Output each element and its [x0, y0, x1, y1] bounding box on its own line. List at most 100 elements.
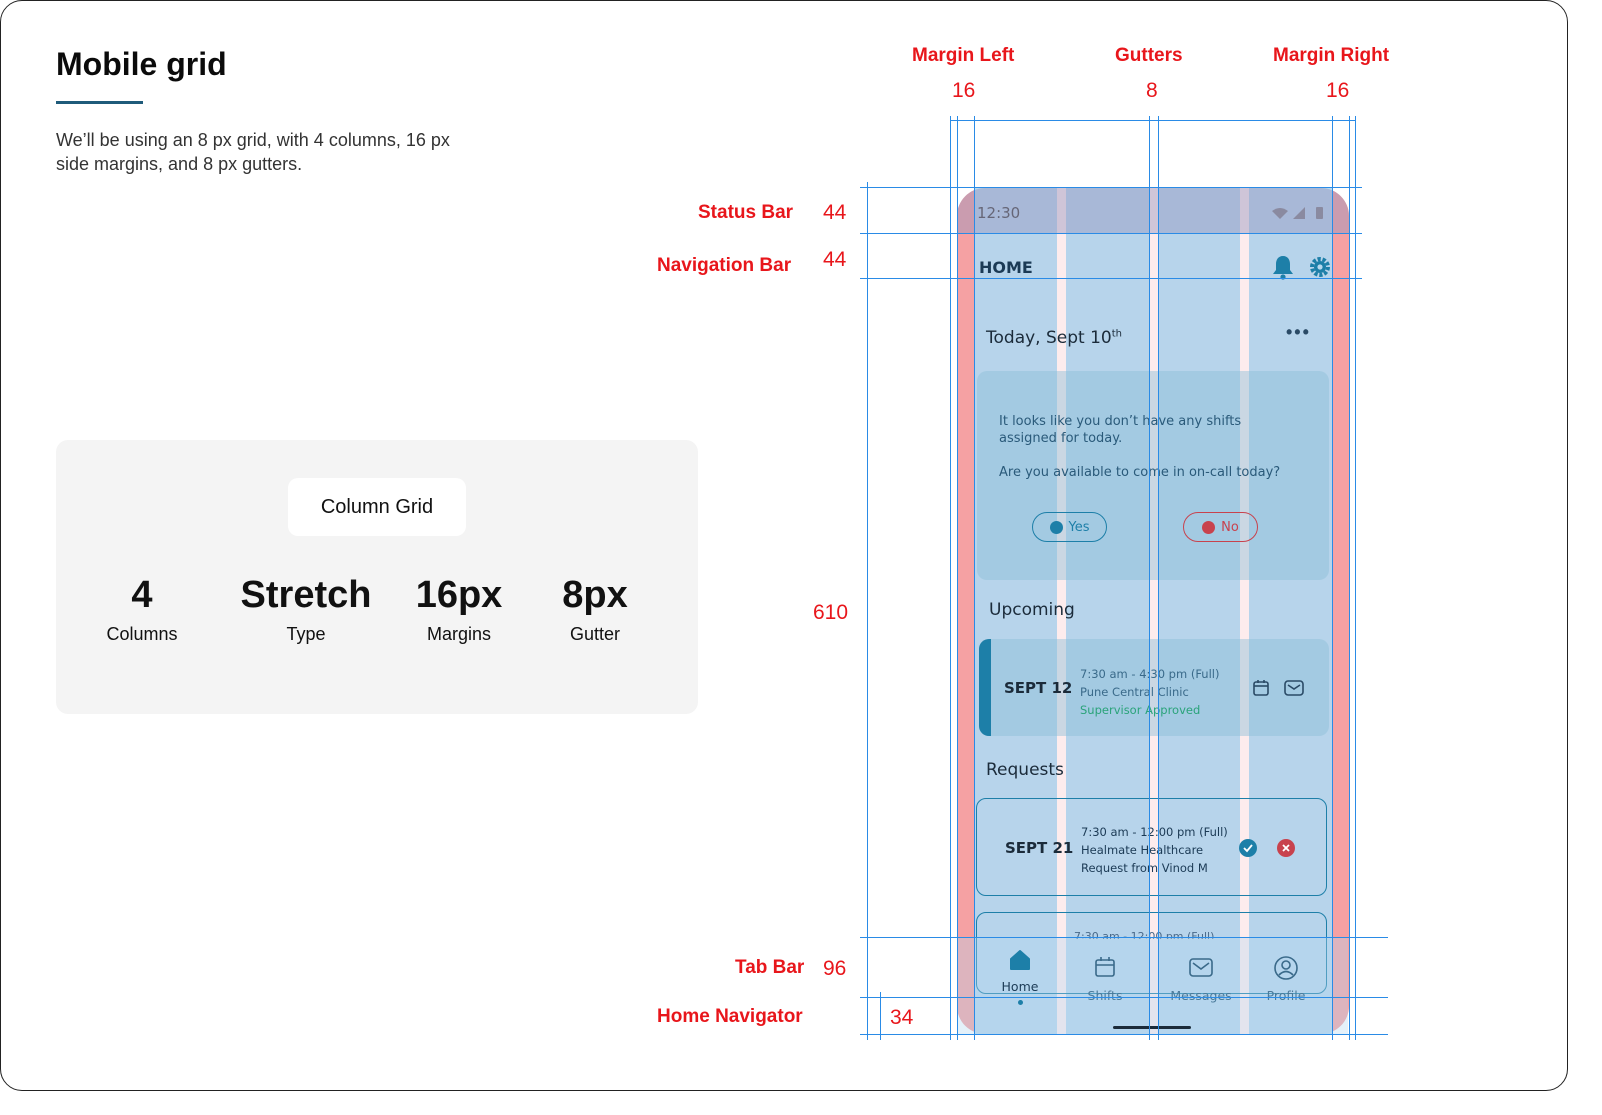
request-card[interactable] — [976, 798, 1327, 896]
margin-left-value: 16 — [952, 79, 976, 102]
grid-column-2 — [1066, 188, 1149, 1034]
message-line: It looks like you don’t have any shifts — [999, 414, 1242, 429]
message-line: assigned for today. — [999, 431, 1123, 446]
guide-line — [860, 278, 1362, 279]
no-button[interactable]: No — [1183, 512, 1258, 542]
stat-value: 4 — [131, 574, 153, 616]
stat-type: Stretch Type — [226, 570, 386, 645]
stat-label: Margins — [426, 624, 492, 644]
check-icon — [1049, 520, 1063, 534]
stat-columns: 4 Columns — [62, 570, 222, 645]
tab-bar-label: Tab Bar — [735, 957, 805, 978]
tab-label: Messages — [1170, 988, 1232, 1003]
stat-value: 16px — [415, 574, 503, 616]
request-card-next[interactable] — [976, 912, 1327, 994]
title-underline — [56, 101, 143, 104]
bell-icon[interactable] — [1271, 254, 1295, 285]
grid-gutter — [1240, 188, 1249, 1034]
grid-column-3 — [1158, 188, 1240, 1034]
status-time: 12:30 — [977, 204, 1021, 222]
no-label: No — [1221, 519, 1239, 535]
upcoming-details: 7:30 am - 4:30 pm (Full) Pune Central Cl… — [1080, 665, 1219, 719]
guide-line — [860, 233, 1362, 234]
more-options-icon[interactable]: ••• — [1286, 322, 1311, 342]
stat-label: Columns — [106, 624, 178, 644]
profile-icon — [1274, 956, 1298, 980]
decline-request-icon[interactable] — [1276, 838, 1296, 863]
today-text: Today, Sept 10 — [986, 328, 1112, 348]
accept-request-icon[interactable] — [1238, 838, 1258, 863]
next-request-time: 7:30 am - 12:00 pm (Full) — [1074, 930, 1215, 939]
status-icons — [1271, 205, 1329, 226]
upcoming-accent-bar — [979, 639, 991, 736]
tab-bar-value: 96 — [823, 957, 847, 980]
stat-label: Gutter — [569, 624, 621, 644]
margin-right-label: Margin Right — [1273, 45, 1390, 66]
guide-line — [860, 997, 1388, 998]
status-bar-label: Status Bar — [698, 202, 794, 223]
request-from: Request from Vinod M — [1081, 861, 1208, 875]
navigation-bar-value: 44 — [823, 248, 847, 271]
stat-value: 8px — [562, 574, 628, 616]
guide-line — [1349, 116, 1350, 1040]
grid-gutter — [1057, 188, 1066, 1034]
request-details: 7:30 am - 12:00 pm (Full) Healmate Healt… — [1081, 823, 1228, 877]
status-bar-value: 44 — [823, 201, 847, 224]
guide-line — [880, 992, 881, 1040]
today-suffix: th — [1111, 328, 1122, 340]
request-time: 7:30 am - 12:00 pm (Full) — [1081, 825, 1228, 839]
stat-label: Type — [286, 624, 326, 644]
grid-gutter — [1149, 188, 1158, 1034]
upcoming-shift-card[interactable] — [979, 639, 1329, 736]
home-icon — [1010, 950, 1030, 970]
tab-label: Profile — [1266, 988, 1306, 1003]
gutters-label: Gutters — [1115, 45, 1183, 66]
navigation-bar-label: Navigation Bar — [657, 255, 792, 276]
mail-icon[interactable] — [1284, 679, 1304, 702]
tab-messages[interactable]: Messages — [1166, 955, 1236, 1003]
guide-line — [860, 937, 1388, 938]
today-heading: Today, Sept 10th — [986, 328, 1122, 348]
upcoming-heading: Upcoming — [989, 600, 1075, 620]
on-call-question: Are you available to come in on-call tod… — [999, 465, 1281, 480]
home-indicator — [1113, 1026, 1191, 1029]
calendar-icon — [1095, 957, 1115, 977]
content-height-value: 610 — [813, 601, 849, 624]
yes-button[interactable]: Yes — [1032, 512, 1107, 542]
guide-line — [1149, 116, 1150, 1040]
tab-home[interactable]: Home — [992, 948, 1048, 1005]
calendar-icon[interactable] — [1252, 679, 1270, 702]
guide-line — [957, 116, 958, 1040]
guide-line — [860, 187, 1362, 188]
requests-heading: Requests — [986, 760, 1064, 780]
margin-left-label: Margin Left — [912, 45, 1015, 66]
upcoming-date: SEPT 12 — [1004, 679, 1073, 697]
active-tab-dot — [1017, 1000, 1023, 1005]
upcoming-status: Supervisor Approved — [1080, 703, 1201, 717]
guide-line — [1158, 116, 1159, 1040]
stat-gutter: 8px Gutter — [515, 570, 675, 645]
yes-label: Yes — [1068, 519, 1090, 535]
tab-label: Home — [1001, 979, 1039, 994]
guide-line — [1355, 116, 1356, 1040]
guide-line — [867, 182, 868, 1040]
gear-icon[interactable] — [1308, 255, 1332, 284]
stat-value: Stretch — [240, 574, 372, 616]
tab-profile[interactable]: Profile — [1258, 955, 1314, 1003]
margin-right-value: 16 — [1326, 79, 1350, 102]
signal-battery-icon — [1272, 207, 1323, 219]
guide-line — [974, 116, 975, 1040]
request-date: SEPT 21 — [1005, 839, 1074, 857]
home-navigator-value: 34 — [890, 1006, 914, 1029]
stat-margins: 16px Margins — [379, 570, 539, 645]
guide-line — [860, 1034, 1388, 1035]
home-navigator-label: Home Navigator — [657, 1006, 803, 1027]
availability-card — [977, 371, 1329, 580]
request-place: Healmate Healthcare — [1081, 843, 1204, 857]
grid-column-1 — [974, 188, 1057, 1034]
gutters-value: 8 — [1146, 79, 1158, 102]
page-title: Mobile grid — [56, 46, 227, 82]
guide-line — [1332, 116, 1333, 1040]
upcoming-place: Pune Central Clinic — [1080, 685, 1189, 699]
tab-shifts[interactable]: Shifts — [1077, 955, 1133, 1003]
